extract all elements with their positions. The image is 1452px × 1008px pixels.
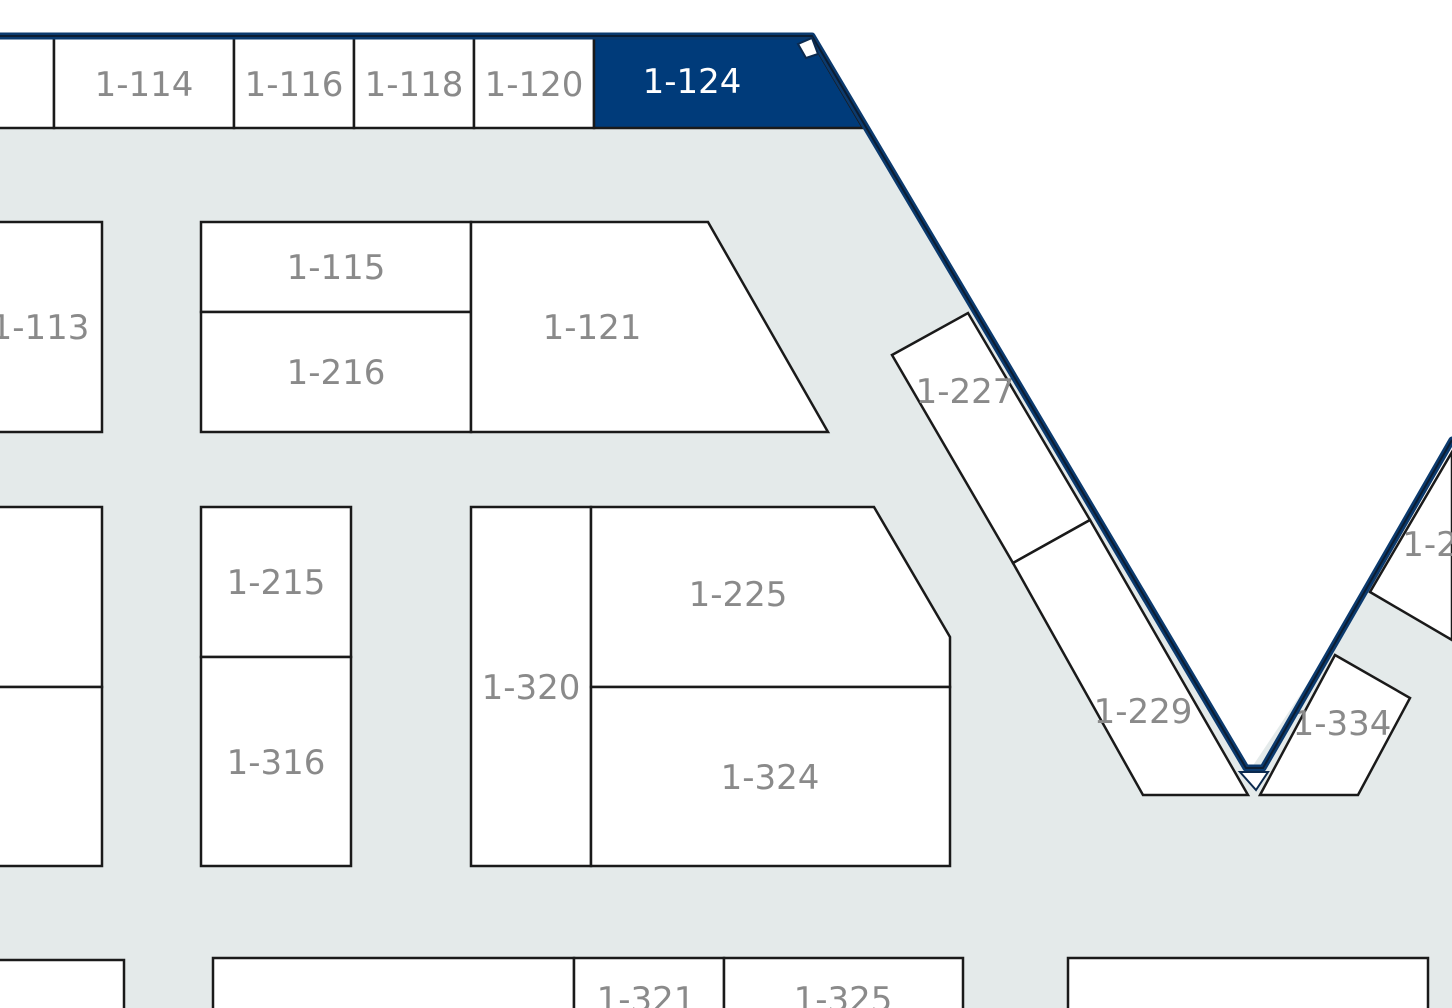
booth-1-2xx[interactable] — [1368, 449, 1452, 642]
booth-1-321[interactable] — [572, 956, 726, 1008]
booth-unlabeled-left-upper[interactable] — [0, 505, 104, 689]
booth-1-229[interactable] — [1011, 518, 1251, 797]
booth-1-115[interactable] — [199, 220, 473, 314]
booth-1-325[interactable] — [722, 956, 965, 1008]
booth-1-120[interactable] — [472, 36, 596, 130]
booth-1-225[interactable] — [589, 505, 952, 689]
booth-1-114-unnamed-left[interactable] — [0, 36, 56, 130]
booth-1-215[interactable] — [199, 505, 353, 659]
booth-bottom-large[interactable] — [211, 956, 576, 1008]
corner-marker-icon — [796, 36, 820, 60]
booth-1-334[interactable] — [1257, 653, 1412, 797]
booth-unlabeled-left-lower[interactable] — [0, 685, 104, 868]
booth-1-121[interactable] — [469, 220, 831, 434]
booth-1-114[interactable] — [52, 36, 236, 130]
booth-1-118[interactable] — [352, 36, 476, 130]
booth-bottom-right[interactable] — [1066, 956, 1430, 1008]
hall-wall-inner-line — [0, 35, 1452, 769]
booth-1-316[interactable] — [199, 655, 353, 868]
booth-1-216[interactable] — [199, 310, 473, 434]
vertex-marker-icon — [1237, 771, 1270, 792]
booth-bottom-far-left[interactable] — [0, 958, 126, 1008]
booth-1-113[interactable] — [0, 220, 104, 434]
booth-1-324[interactable] — [589, 685, 952, 868]
booth-1-320[interactable] — [469, 505, 593, 868]
booth-1-116[interactable] — [232, 36, 356, 130]
